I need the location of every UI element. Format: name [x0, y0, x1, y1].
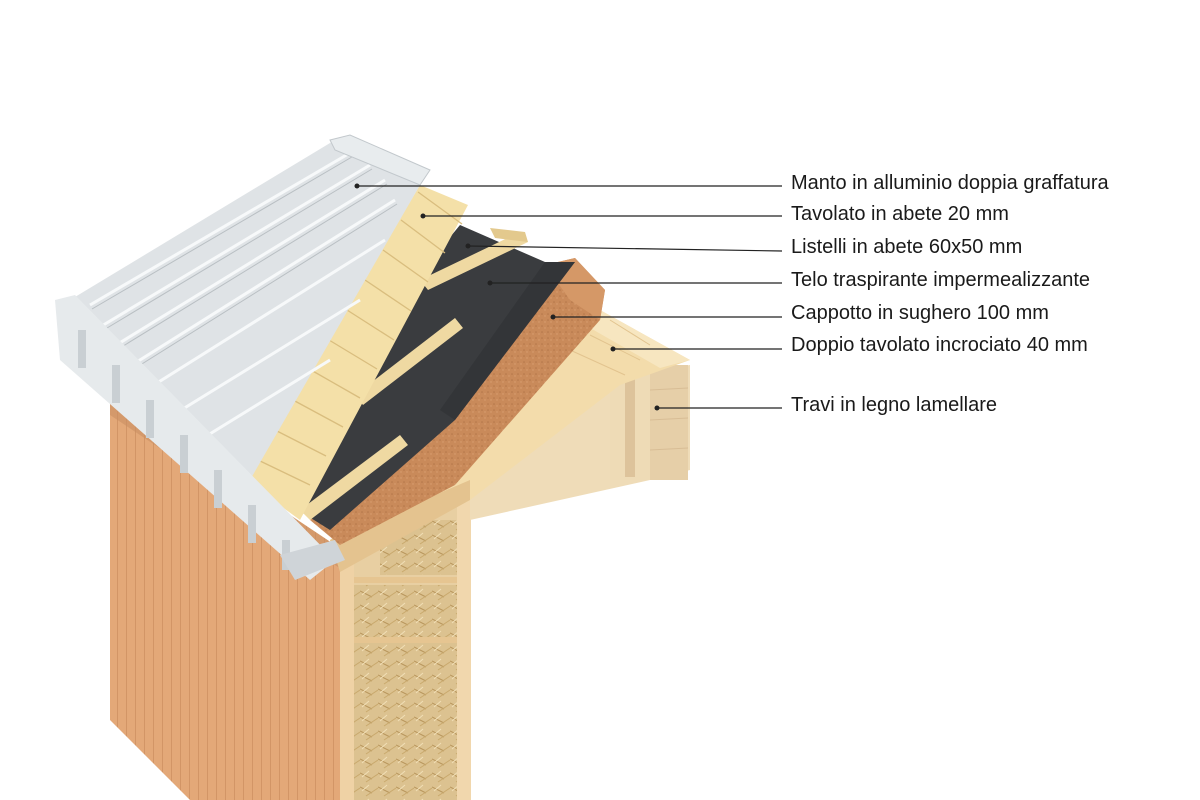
fir-boarding: [245, 185, 468, 520]
laminated-beam: [470, 365, 690, 520]
label-cappotto: Cappotto in sughero 100 mm: [791, 302, 1049, 324]
label-manto: Manto in alluminio doppia graffatura: [791, 172, 1109, 194]
label-doppio-tavolato: Doppio tavolato incrociato 40 mm: [791, 334, 1088, 356]
callout-labels: Manto in alluminio doppia graffatura Tav…: [791, 172, 1109, 416]
leader-lines: [354, 183, 783, 411]
label-travi: Travi in legno lamellare: [791, 394, 997, 416]
label-telo: Telo traspirante impermealizzante: [791, 269, 1090, 291]
straw-insulation-wall: [340, 480, 471, 800]
cross-laminated-planking: [330, 310, 690, 572]
label-listelli: Listelli in abete 60x50 mm: [791, 236, 1022, 258]
label-tavolato: Tavolato in abete 20 mm: [791, 203, 1009, 225]
aluminium-roof: [55, 134, 431, 580]
